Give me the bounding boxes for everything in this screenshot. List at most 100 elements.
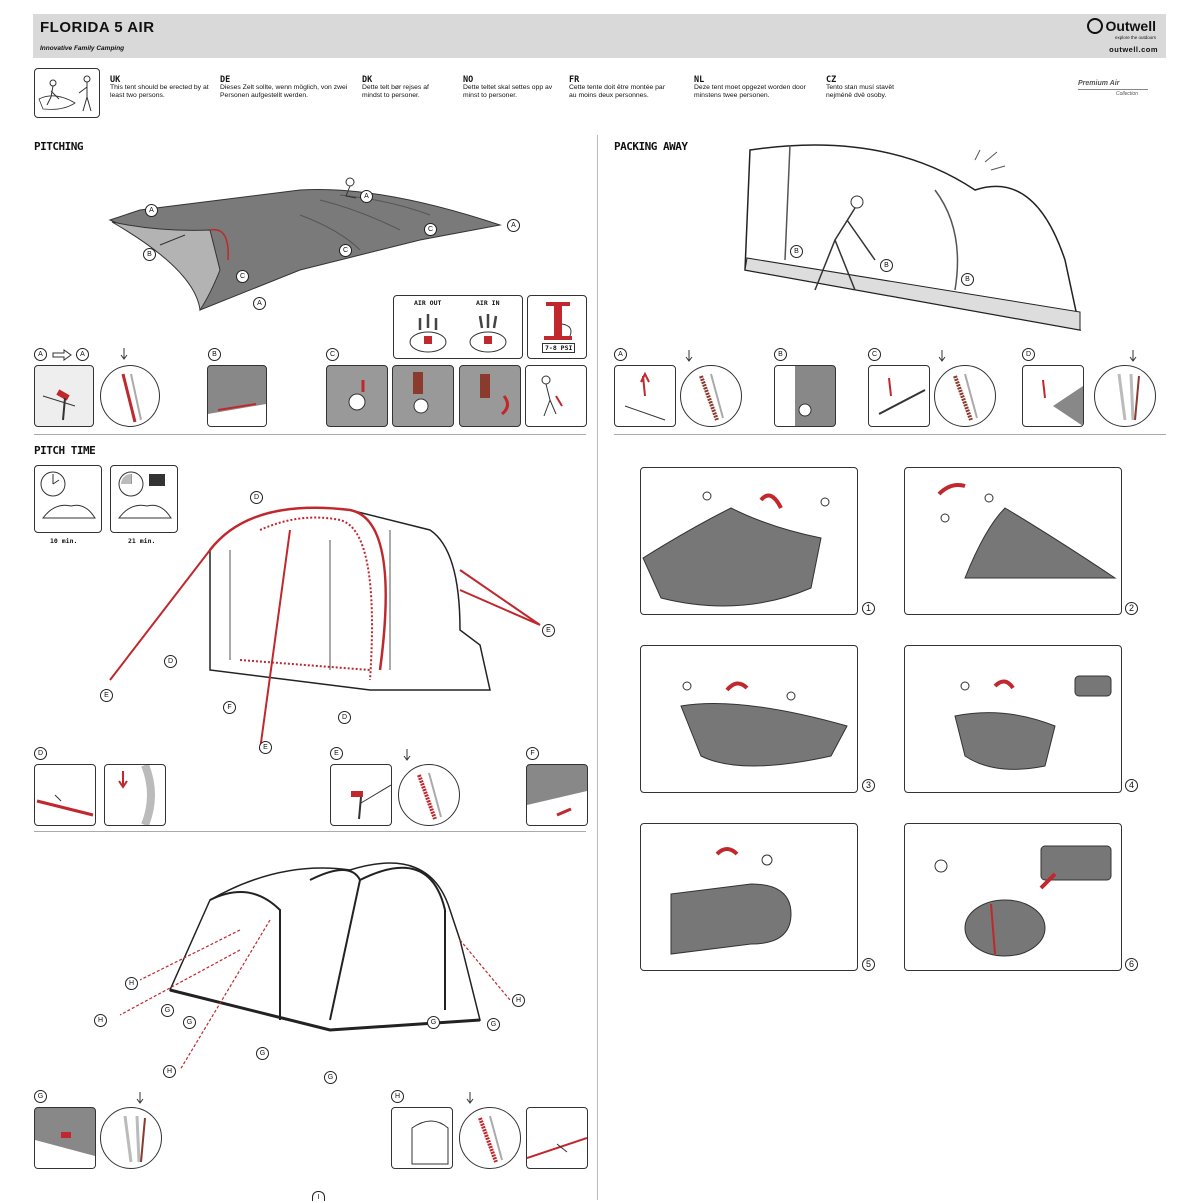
- lang-fr: FR Cette tente doit être montée par au m…: [569, 75, 665, 99]
- valve-open-icon: [413, 372, 429, 414]
- pump-icon: [544, 302, 572, 340]
- peg-icon: [953, 373, 978, 421]
- peg-icon: [123, 1115, 146, 1163]
- pitch-time-2: 21 min.: [128, 537, 156, 545]
- label-a-pack: A: [614, 348, 627, 361]
- label-c-step: C: [326, 348, 339, 361]
- peg-circle-image: [1094, 365, 1156, 427]
- guyline-tension-icon: [527, 1137, 587, 1159]
- label-g: G: [427, 1016, 440, 1029]
- pack-step-a-image: [614, 365, 676, 427]
- hand-strap-icon: [36, 794, 94, 817]
- label-i: I: [312, 1191, 325, 1201]
- valve-icon: [409, 314, 507, 353]
- brand-tagline: explore the outdoors: [1114, 35, 1156, 40]
- label-c: C: [424, 223, 437, 236]
- peg-removal-icon: [624, 371, 666, 421]
- fold-step-6: [904, 823, 1122, 971]
- pitch-time-card-2: [110, 465, 178, 533]
- premium-air-collection-logo: Premium Air Collection: [1078, 80, 1164, 100]
- step-c2-image: [392, 365, 454, 427]
- peg-circle-image: [398, 764, 460, 826]
- label-g: G: [324, 1071, 337, 1084]
- valve-open-icon: [775, 366, 812, 426]
- arrow-right-icon: [52, 349, 72, 361]
- tent-guylines-diagram: [119, 862, 511, 1070]
- hand-icon: [208, 403, 266, 426]
- divider: [34, 434, 586, 435]
- label-c-pack: C: [868, 348, 881, 361]
- down-arrow-icon: [403, 749, 411, 761]
- step-c1-image: [326, 365, 388, 427]
- label-b: B: [790, 245, 803, 258]
- tent-front-diagram: [109, 506, 541, 751]
- hammer-icon: [42, 389, 76, 421]
- label-g-step: G: [34, 1090, 47, 1103]
- label-h: H: [163, 1065, 176, 1078]
- down-arrow-icon: [136, 1092, 144, 1104]
- zip-icon: [118, 765, 155, 825]
- pitch-time-1: 10 min.: [50, 537, 78, 545]
- label-f-step: F: [526, 747, 539, 760]
- lang-cz: CZ Tento stan musí stavět nejméně dvě os…: [826, 75, 895, 99]
- peg-removal-icon: [878, 377, 926, 415]
- label-g: G: [161, 1004, 174, 1017]
- label-g: G: [183, 1016, 196, 1029]
- people-icon: [38, 75, 92, 112]
- roll-illustration: [670, 847, 792, 955]
- section-title-pitching: PITCHING: [34, 140, 83, 153]
- person-inflating-icon: [541, 375, 563, 417]
- label-b-pack: B: [774, 348, 787, 361]
- peg-icon: [1117, 373, 1140, 421]
- label-h: H: [512, 994, 525, 1007]
- peg-icon: [417, 772, 442, 820]
- label-a2: A: [507, 219, 520, 232]
- step-e-image: [330, 764, 392, 826]
- down-arrow-icon: [1129, 350, 1137, 362]
- step-g-image: [34, 1107, 96, 1169]
- step-a-peg-image: [34, 365, 94, 427]
- page-subtitle: Innovative Family Camping: [40, 45, 125, 52]
- label-a1: A: [360, 190, 373, 203]
- fold-step-1: [640, 467, 858, 615]
- label-h: H: [94, 1014, 107, 1027]
- peg-circle-image: [100, 1107, 162, 1169]
- lang-no: NO Dette teltet skal settes opp av minst…: [463, 75, 553, 99]
- step-number-2: 2: [1125, 602, 1138, 615]
- bag-illustration: [934, 845, 1112, 957]
- label-a4-step: A: [76, 348, 89, 361]
- peg-circle-image: [680, 365, 742, 427]
- label-e-right: E: [542, 624, 555, 637]
- label-c: C: [339, 244, 352, 257]
- label-d-top: D: [250, 491, 263, 504]
- fold-step-3: [640, 645, 858, 793]
- fold-illustration: [954, 675, 1112, 770]
- tent-deflating-diagram: [744, 144, 1081, 331]
- step-d2-image: [104, 764, 166, 826]
- peg-removal-icon: [1042, 379, 1083, 426]
- lang-de: DE Dieses Zelt sollte, wenn möglich, von…: [220, 75, 348, 99]
- peg-circle-image: [100, 365, 160, 427]
- fold-illustration: [642, 491, 830, 607]
- swoosh-line: [1078, 89, 1148, 90]
- label-c: C: [236, 270, 249, 283]
- fold-step-4: [904, 645, 1122, 793]
- column-divider: [597, 135, 598, 1200]
- hammer-icon: [351, 784, 391, 820]
- peg-circle-image: [934, 365, 996, 427]
- label-f: F: [223, 701, 236, 714]
- tent-corner-icon: [411, 1120, 449, 1165]
- step-number-6: 6: [1125, 958, 1138, 971]
- down-arrow-icon: [466, 1092, 474, 1104]
- header-bar: FLORIDA 5 AIR Innovative Family Camping …: [33, 14, 1166, 58]
- section-title-pitch-time: PITCH TIME: [34, 444, 96, 457]
- label-b-step: B: [208, 348, 221, 361]
- peg-circle-image: [459, 1107, 521, 1169]
- label-h: H: [125, 977, 138, 990]
- label-g: G: [487, 1018, 500, 1031]
- label-h-step: H: [391, 1090, 404, 1103]
- fold-step-5: [640, 823, 858, 971]
- air-out-air-in-panel: AIR OUT AIR IN: [393, 295, 523, 359]
- label-d-step: D: [34, 747, 47, 760]
- fold-illustration: [680, 681, 848, 767]
